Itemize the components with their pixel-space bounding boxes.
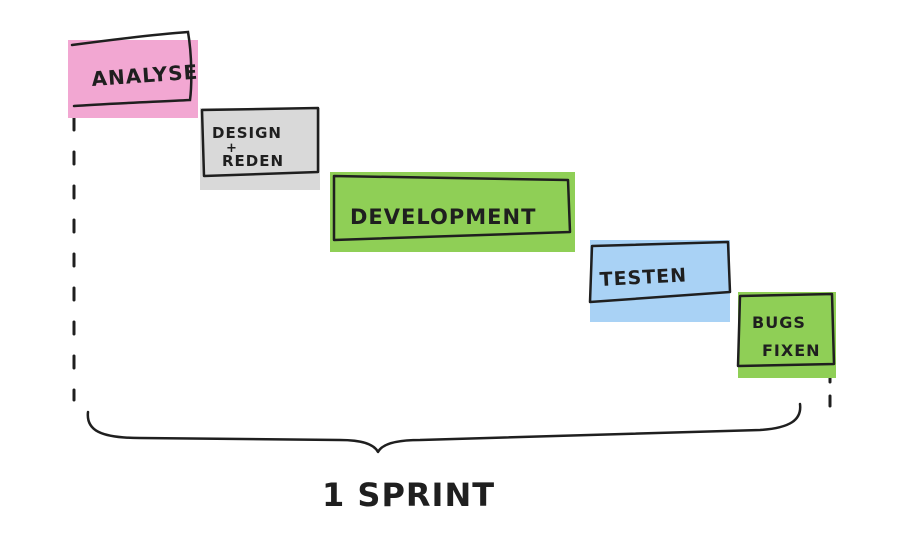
phase-bugs-fixen-label-line2: FIXEN <box>762 341 821 360</box>
sprint-label: 1 SPRINT <box>322 476 495 514</box>
phase-analyse-outline <box>70 30 193 108</box>
phase-development-label: DEVELOPMENT <box>350 205 536 229</box>
phase-testen-outline <box>588 240 732 304</box>
phase-testen: TESTEN <box>588 240 732 322</box>
phase-testen-fill <box>590 240 730 322</box>
phase-bugs-fixen: BUGS FIXEN <box>736 292 836 378</box>
phase-design-label-line2: REDEN <box>222 152 284 170</box>
phase-analyse: ANALYSE <box>68 30 199 118</box>
phase-design-outline <box>200 106 320 178</box>
phase-design-label-line1: DESIGN <box>212 124 282 142</box>
phase-design: DESIGN + REDEN <box>200 106 320 190</box>
phase-development-outline <box>332 174 572 242</box>
phase-testen-label: TESTEN <box>599 264 688 291</box>
sprint-brace <box>86 402 802 454</box>
phase-design-fill <box>200 108 320 190</box>
phase-bugs-fixen-label-line1: BUGS <box>752 313 806 332</box>
phase-development: DEVELOPMENT <box>330 172 575 252</box>
phase-design-label-plus: + <box>226 141 238 156</box>
phase-bugs-fixen-outline <box>736 292 836 368</box>
